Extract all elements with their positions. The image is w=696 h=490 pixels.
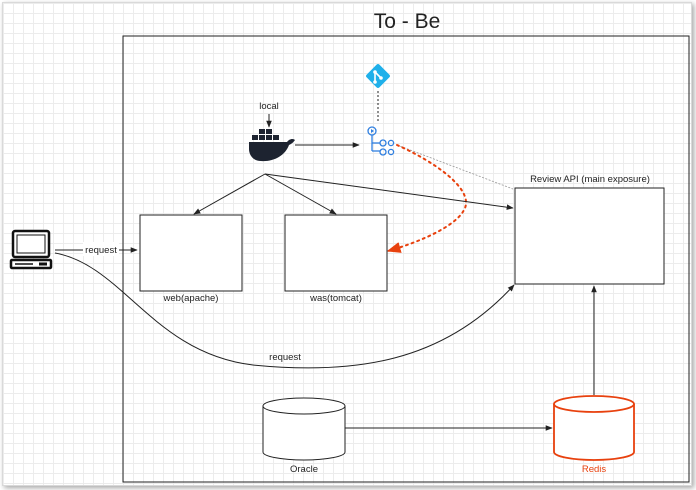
request-label-bottom: request xyxy=(269,352,301,363)
oracle-label: Oracle xyxy=(290,464,318,475)
request-arrow-review-api xyxy=(54,252,515,369)
docker-icon xyxy=(249,129,295,162)
web-apache-label: web(apache) xyxy=(163,293,219,304)
docker-to-was-arrow xyxy=(264,173,337,215)
redis-label: Redis xyxy=(582,464,607,475)
review-api-box xyxy=(514,187,665,285)
actions-to-review-api-connector xyxy=(396,144,514,190)
local-label: local xyxy=(259,101,279,112)
docker-to-web-arrow xyxy=(193,173,266,215)
request-label-top: request xyxy=(85,245,117,256)
was-tomcat-box xyxy=(284,214,388,292)
github-actions-icon xyxy=(367,126,395,156)
redis-database-icon xyxy=(553,395,635,461)
to-be-container xyxy=(122,35,690,483)
architecture-diagram: To - Be request request local xyxy=(9,10,690,483)
review-api-label: Review API (main exposure) xyxy=(530,174,650,185)
diagram-canvas: To - Be request request local xyxy=(2,2,692,486)
docker-to-review-api-arrow xyxy=(264,173,514,210)
web-apache-box xyxy=(139,214,243,292)
diagram-title: To - Be xyxy=(374,10,441,33)
was-tomcat-label: was(tomcat) xyxy=(309,293,362,304)
git-icon xyxy=(366,64,390,88)
computer-icon xyxy=(9,229,53,270)
oracle-database-icon xyxy=(262,397,346,461)
actions-to-was-deploy-arrow xyxy=(386,144,468,253)
